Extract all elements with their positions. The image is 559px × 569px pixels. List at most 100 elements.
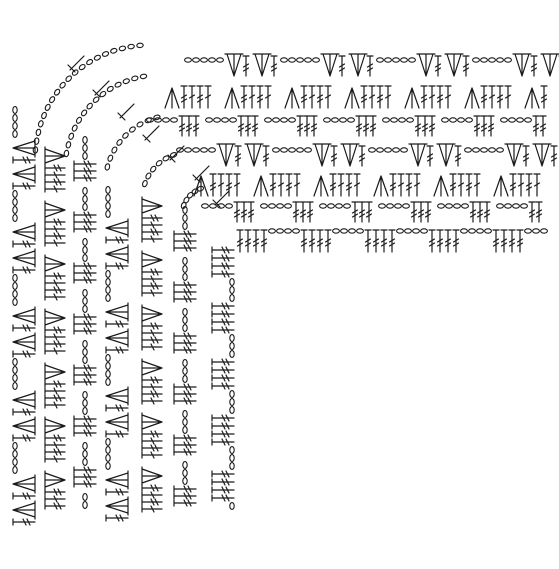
chain-stitch [170, 117, 178, 123]
treble-stitch [211, 318, 235, 326]
treble-stitch [329, 173, 337, 197]
chain-stitch [376, 57, 384, 63]
treble-stitch [421, 115, 429, 137]
chain-arc [142, 152, 178, 188]
chain-stitch [304, 147, 312, 153]
treble-stitch [376, 85, 384, 109]
treble-stitch [173, 383, 197, 391]
chain-stitch [12, 122, 18, 130]
chain-stitch [142, 179, 148, 188]
treble-stitch [306, 201, 314, 223]
chain-stitch [82, 187, 88, 195]
chain-stitch [208, 57, 216, 63]
chain-stitch [488, 147, 496, 153]
chain-stitch [392, 57, 400, 63]
cluster-fan [105, 412, 129, 432]
chain-stitch [524, 117, 532, 123]
treble-stitch [211, 302, 235, 310]
treble-stitch [180, 85, 188, 109]
cluster-fan [344, 87, 360, 109]
chain-stitch [488, 57, 496, 63]
chain-stitch [182, 469, 188, 477]
chain-stitch [86, 102, 93, 110]
treble-stitch [44, 286, 66, 294]
chain-stitch [400, 147, 408, 153]
chain-stitch [460, 228, 468, 234]
chain-stitch [99, 90, 107, 98]
stitch-column [105, 186, 129, 522]
treble-stitch [237, 115, 245, 137]
chain-stitch [12, 214, 18, 222]
chain-stitch [229, 398, 235, 406]
double-stitch [397, 173, 405, 197]
chain-stitch [82, 340, 88, 348]
treble-stitch [211, 374, 235, 382]
double-stitch [337, 173, 345, 197]
chain-stitch [272, 147, 280, 153]
treble-stitch [173, 237, 197, 245]
chain-stitch [280, 57, 288, 63]
chain-stitch [104, 163, 111, 171]
treble-stitch [462, 55, 470, 77]
treble-stitch [300, 229, 308, 253]
treble-stitch [211, 486, 235, 494]
chain-stitch [12, 206, 18, 214]
treble-stitch [532, 115, 540, 137]
chain-stitch [131, 75, 139, 82]
chain-stitch [182, 316, 188, 324]
treble-stitch [173, 339, 197, 347]
stitch-column [73, 136, 97, 509]
chain-stitch [107, 154, 114, 162]
double-stitch [428, 85, 436, 109]
chain-stitch [182, 375, 188, 383]
chain-stitch [182, 324, 188, 332]
chain-stitch [205, 117, 213, 123]
chain-stitch [65, 141, 72, 149]
chain-stitch [12, 190, 18, 198]
treble-stitch [465, 173, 473, 197]
chain-stitch [386, 203, 394, 209]
cluster-fan [44, 200, 66, 220]
chain-stitch [105, 370, 111, 378]
chain-stitch [384, 57, 392, 63]
treble-stitch [528, 201, 536, 223]
cluster-fan [408, 143, 428, 167]
treble-stitch [44, 502, 66, 510]
cluster-fan [12, 248, 36, 268]
treble-stitch [234, 145, 242, 167]
treble-stitch [417, 201, 425, 223]
chain-stitch [288, 147, 296, 153]
chain-stitch [449, 117, 457, 123]
chain-stitch [402, 203, 410, 209]
cluster-fan [105, 302, 129, 322]
double-stitch [368, 85, 376, 109]
treble-stitch [303, 115, 311, 137]
chain-stitch [457, 117, 465, 123]
chain-stitch [35, 128, 42, 137]
treble-stitch [73, 429, 97, 437]
chain-stitch [122, 132, 129, 139]
treble-stitch [173, 390, 197, 398]
treble-stitch [105, 514, 129, 522]
chain-stitch [343, 203, 351, 209]
treble-stitch [209, 173, 217, 197]
double-stitch [141, 329, 163, 337]
chain-stitch [398, 117, 406, 123]
treble-stitch [44, 218, 66, 226]
cluster-fan [44, 146, 66, 166]
treble-stitch [508, 229, 516, 253]
chain-stitch [105, 454, 111, 462]
chain-stitch [82, 493, 88, 501]
chain-stitch [12, 290, 18, 298]
chain-stitch [192, 57, 200, 63]
chain-stitch [105, 354, 111, 362]
chain-arc [104, 114, 161, 171]
chain-stitch [105, 270, 111, 278]
cluster-fan [224, 87, 240, 109]
treble-stitch [173, 397, 197, 405]
chain-stitch [264, 117, 272, 123]
treble-stitch [355, 115, 363, 137]
treble-stitch [362, 115, 370, 137]
cluster-fan [320, 53, 340, 77]
chain-stitch [49, 96, 56, 104]
